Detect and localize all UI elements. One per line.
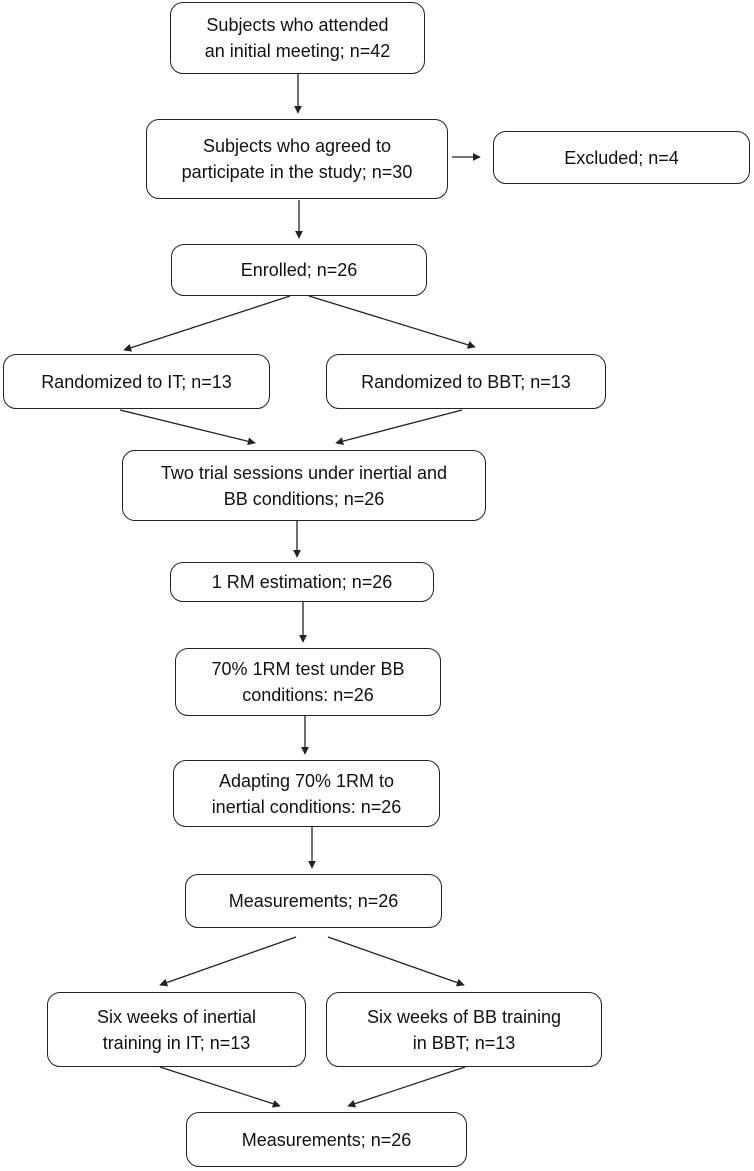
box-meas1: Measurements; n=26 (185, 874, 442, 928)
box-test70: 70% 1RM test under BB conditions: n=26 (175, 648, 441, 716)
arrow-meas1-to-six-bbt (327, 936, 465, 987)
box-six-bbt-line1: Six weeks of BB training (366, 1006, 562, 1027)
box-agreed-line2: participate in the study; n=30 (181, 162, 413, 182)
box-rand-it: Randomized to IT; n=13 (3, 354, 270, 409)
box-trial: Two trial sessions under inertial and BB… (122, 450, 486, 521)
arrow-six-it-to-meas2 (159, 1066, 281, 1108)
box-meas2: Measurements; n=26 (186, 1112, 467, 1167)
box-enrolled-text: Enrolled; n=26 (240, 260, 358, 280)
box-excluded: Excluded; n=4 (493, 131, 750, 184)
box-attended-line2: an initial meeting; n=42 (204, 41, 391, 61)
box-meas1-text: Measurements; n=26 (228, 891, 399, 911)
box-trial-line2: BB conditions; n=26 (223, 488, 385, 509)
box-test70-line2: conditions: n=26 (242, 685, 374, 705)
box-six-bbt: Six weeks of BB training in BBT; n=13 (326, 992, 602, 1067)
arrow-meas1-to-six-it (159, 936, 297, 987)
box-six-it: Six weeks of inertial training in IT; n=… (47, 992, 306, 1067)
box-rand-bbt: Randomized to BBT; n=13 (326, 354, 606, 409)
box-excluded-text: Excluded; n=4 (564, 147, 679, 168)
box-six-it-line1: Six weeks of inertial (96, 1006, 257, 1027)
box-agreed: Subjects who agreed to participate in th… (146, 119, 448, 199)
box-six-bbt-line2: in BBT; n=13 (412, 1032, 516, 1053)
arrow-rand-bbt-to-trial (335, 409, 463, 446)
arrow-rand-it-to-trial (119, 409, 256, 446)
box-attended: Subjects who attended an initial meeting… (170, 2, 425, 74)
box-enrolled: Enrolled; n=26 (171, 244, 427, 296)
box-rm-est: 1 RM estimation; n=26 (170, 562, 434, 602)
box-rm-est-text: 1 RM estimation; n=26 (211, 572, 393, 592)
box-agreed-line1: Subjects who agreed to (202, 136, 392, 156)
box-adapt-line1: Adapting 70% 1RM to (218, 770, 395, 791)
arrow-six-bbt-to-meas2 (347, 1066, 466, 1108)
box-rand-it-text: Randomized to IT; n=13 (41, 371, 232, 392)
box-six-it-line2: training in IT; n=13 (102, 1032, 251, 1053)
box-adapt-line2: inertial conditions: n=26 (211, 796, 402, 817)
box-adapt: Adapting 70% 1RM to inertial conditions:… (173, 760, 440, 827)
box-test70-line1: 70% 1RM test under BB (211, 659, 405, 679)
box-trial-line1: Two trial sessions under inertial and (160, 462, 448, 483)
box-meas2-text: Measurements; n=26 (241, 1129, 412, 1150)
box-attended-line1: Subjects who attended (206, 15, 389, 35)
box-rand-bbt-text: Randomized to BBT; n=13 (361, 371, 571, 392)
arrow-enrolled-to-rand-bbt (308, 295, 476, 349)
arrow-enrolled-to-rand-it (123, 295, 291, 352)
